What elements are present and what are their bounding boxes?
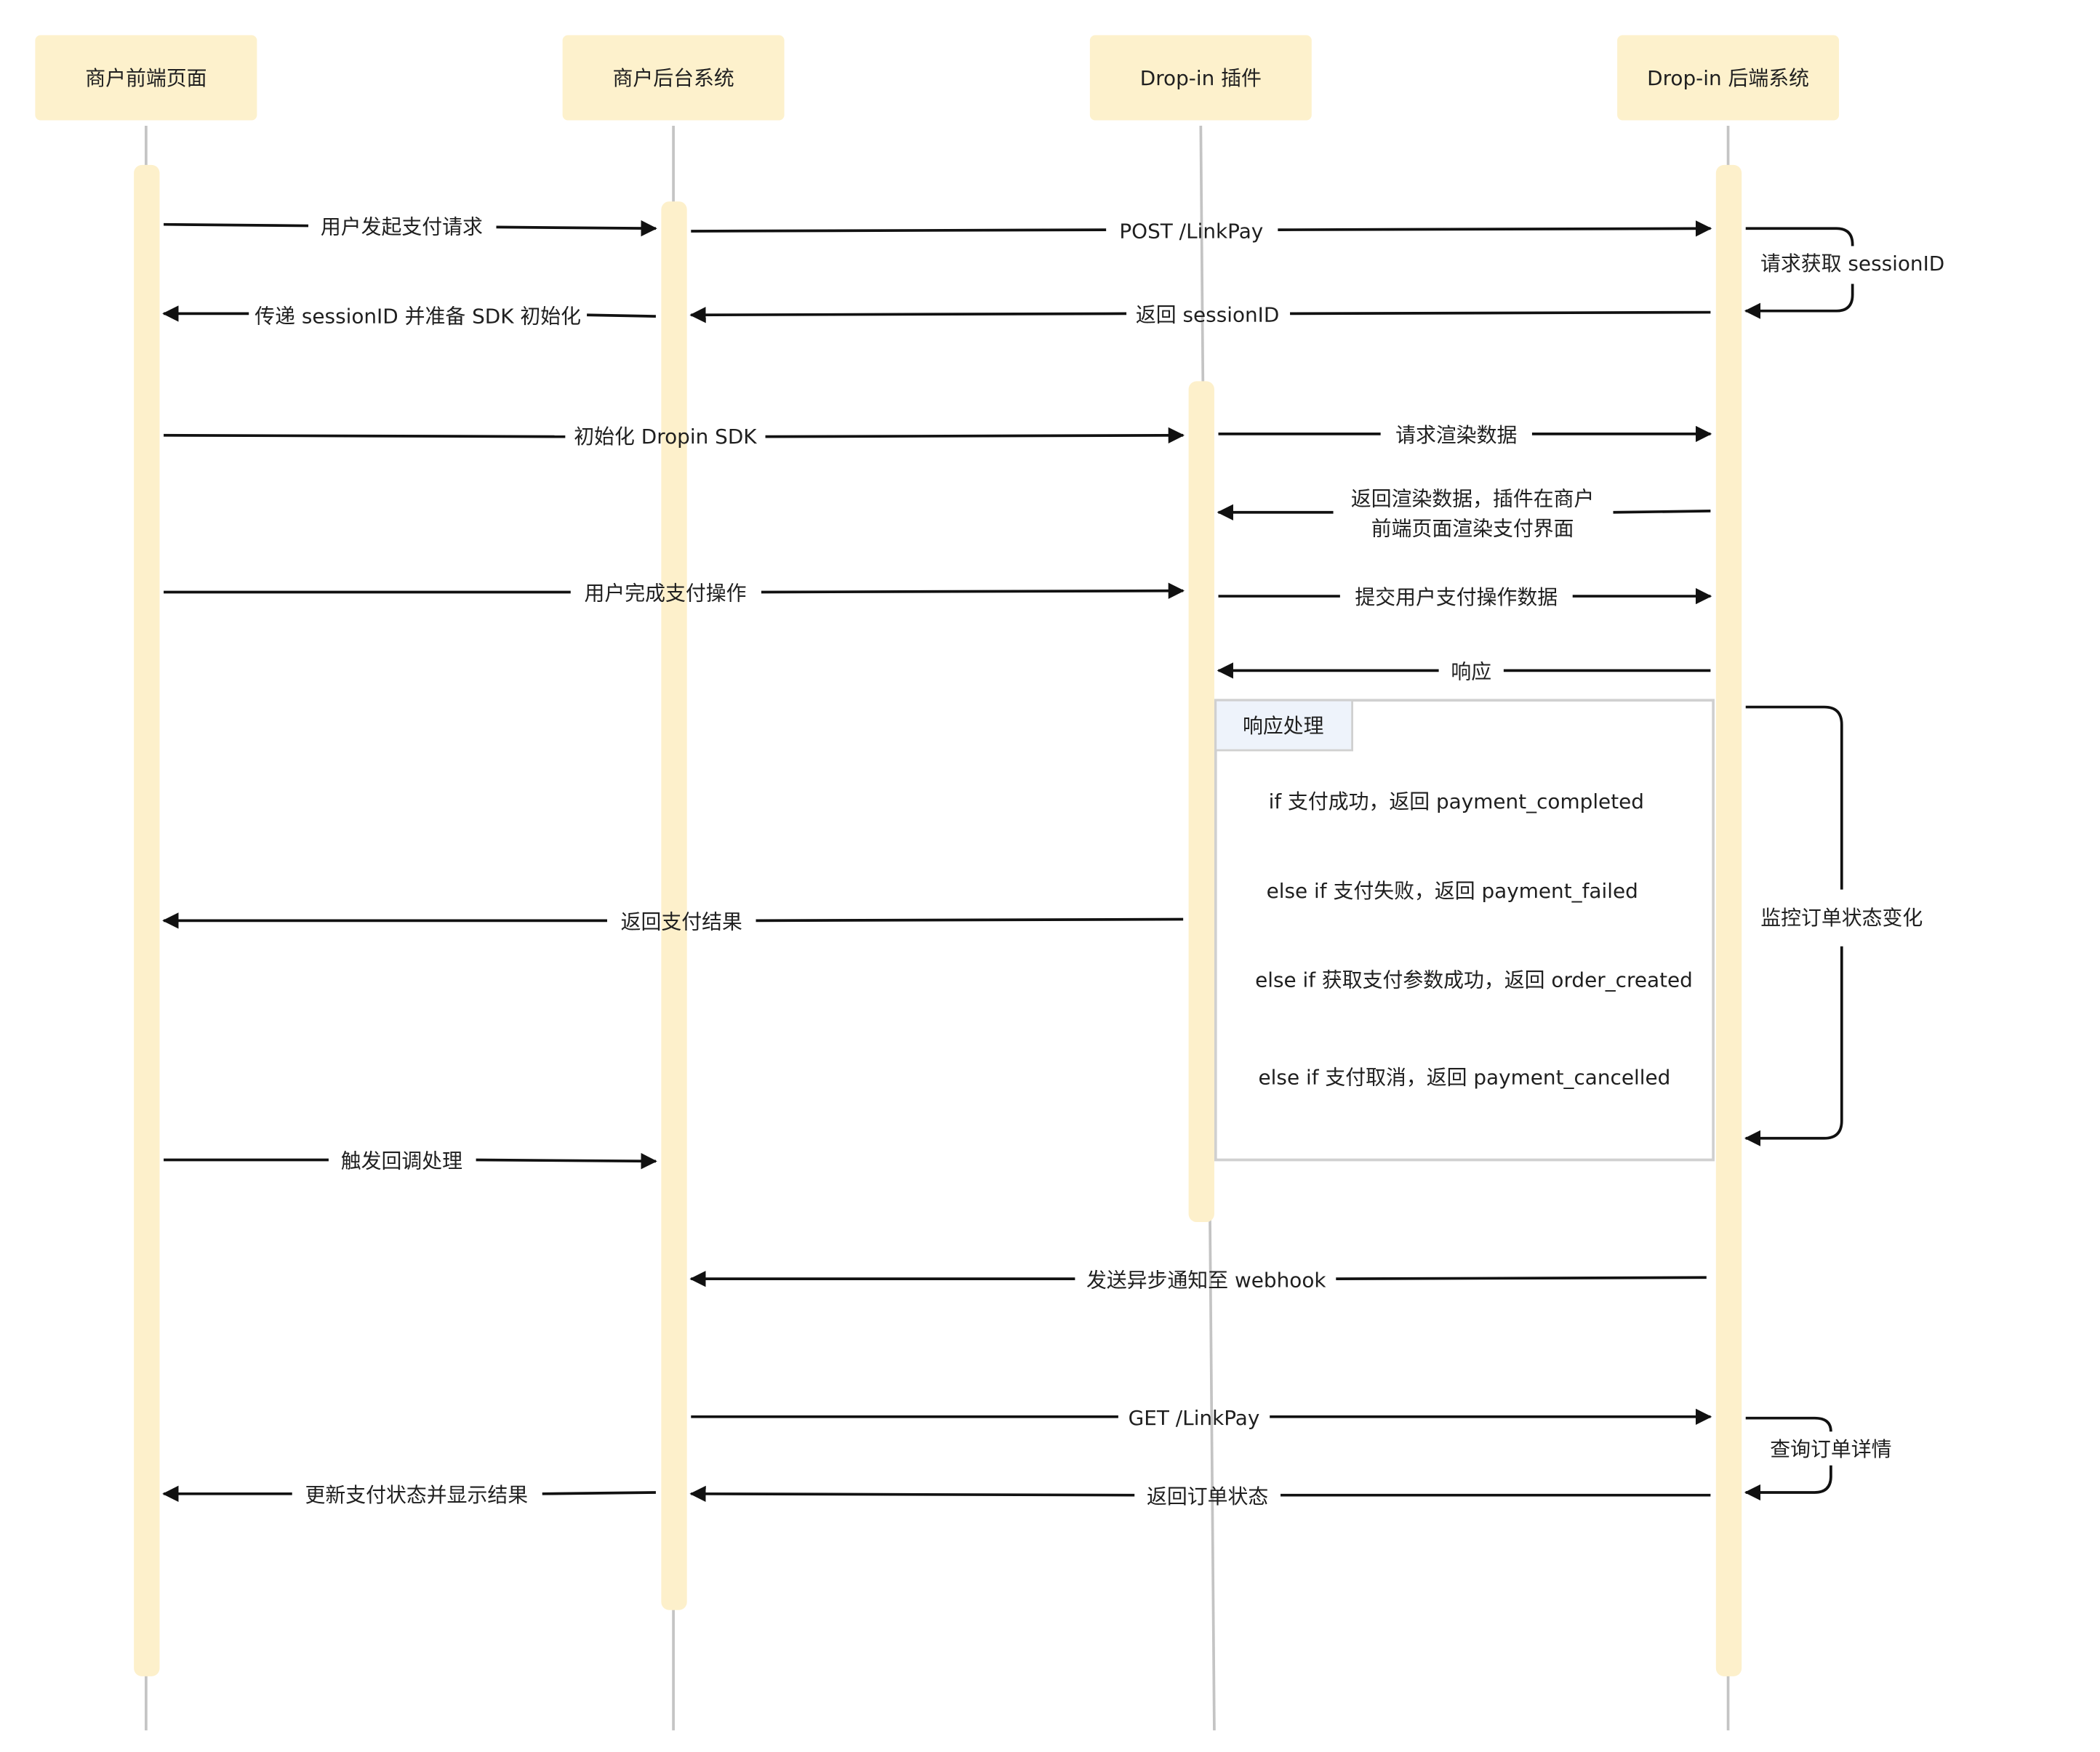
participant-label: 商户前端页面 <box>85 66 207 90</box>
label-request-sessionid: 请求获取 sessionID <box>1760 252 1944 276</box>
label-return-render-data-line1: 返回渲染数据，插件在商户 <box>1351 486 1595 510</box>
message-send-webhook <box>689 1270 1707 1287</box>
participant-label: 商户后台系统 <box>612 66 734 90</box>
condition-line: else if 支付失败，返回 payment_failed <box>1267 879 1638 903</box>
response-handling-title: 响应处理 <box>1243 714 1324 738</box>
label-query-order: 查询订单详情 <box>1770 1437 1891 1461</box>
message-return-sessionid <box>689 307 1711 324</box>
participants: 商户前端页面 商户后台系统 Drop-in 插件 Drop-in 后端系统 <box>35 35 1840 121</box>
condition-line: if 支付成功，返回 payment_completed <box>1269 789 1644 813</box>
participant-dropin-plugin: Drop-in 插件 <box>1089 35 1312 121</box>
condition-line: else if 支付取消，返回 payment_cancelled <box>1259 1065 1671 1089</box>
label-user-complete-payment: 用户完成支付操作 <box>584 582 746 606</box>
label-response: 响应 <box>1451 660 1491 684</box>
participant-label: Drop-in 后端系统 <box>1647 66 1809 90</box>
label-submit-payment-data: 提交用户支付操作数据 <box>1355 585 1558 609</box>
self-message-request-sessionid <box>1744 227 1854 319</box>
label-init-dropin-sdk: 初始化 Dropin SDK <box>574 425 757 449</box>
label-return-payment-result: 返回支付结果 <box>621 910 742 934</box>
label-trigger-callback: 触发回调处理 <box>341 1149 462 1173</box>
activation-dropin-backend <box>1715 164 1742 1676</box>
message-post-linkpay <box>691 220 1712 237</box>
participant-merchant-backend: 商户后台系统 <box>562 35 785 121</box>
label-user-initiate-payment: 用户发起支付请求 <box>321 215 483 239</box>
participant-label: Drop-in 插件 <box>1140 66 1262 90</box>
label-get-linkpay: GET /LinkPay <box>1129 1406 1260 1430</box>
label-monitor-order: 监控订单状态变化 <box>1760 906 1923 930</box>
message-pass-sessionid <box>162 305 656 322</box>
message-return-order-status <box>689 1485 1711 1503</box>
message-return-render-data <box>1217 504 1711 521</box>
message-update-payment-status <box>162 1485 656 1502</box>
message-user-complete-payment <box>164 582 1185 599</box>
self-message-query-order <box>1744 1416 1832 1501</box>
label-pass-sessionid: 传递 sessionID 并准备 SDK 初始化 <box>255 304 581 328</box>
label-return-order-status: 返回订单状态 <box>1147 1484 1268 1508</box>
label-return-render-data-line2: 前端页面渲染支付界面 <box>1371 516 1574 540</box>
activation-bars <box>134 164 1742 1676</box>
label-update-payment-status: 更新支付状态并显示结果 <box>305 1483 528 1507</box>
activation-merchant-frontend <box>134 164 160 1676</box>
activation-merchant-backend <box>661 201 687 1610</box>
message-labels: 用户发起支付请求 POST /LinkPay 请求获取 sessionID 传递… <box>255 215 1944 1508</box>
activation-dropin-plugin <box>1188 381 1214 1223</box>
message-return-payment-result <box>162 912 1184 929</box>
message-user-initiate-payment <box>164 220 657 237</box>
condition-line: else if 获取支付参数成功，返回 order_created <box>1255 968 1693 992</box>
label-post-linkpay: POST /LinkPay <box>1119 219 1263 243</box>
message-trigger-callback <box>164 1153 657 1170</box>
label-send-webhook: 发送异步通知至 webhook <box>1086 1268 1326 1292</box>
response-handling-header <box>1214 699 1354 752</box>
participant-merchant-frontend: 商户前端页面 <box>35 35 257 121</box>
label-request-render-data: 请求渲染数据 <box>1395 423 1517 447</box>
participant-dropin-backend: Drop-in 后端系统 <box>1617 35 1840 121</box>
message-init-dropin-sdk <box>164 427 1185 444</box>
response-handling-box: 响应处理 if 支付成功，返回 payment_completed else i… <box>1214 699 1715 1162</box>
label-return-sessionid: 返回 sessionID <box>1136 303 1279 327</box>
messages <box>162 220 1854 1503</box>
self-message-monitor-order <box>1744 705 1843 1146</box>
